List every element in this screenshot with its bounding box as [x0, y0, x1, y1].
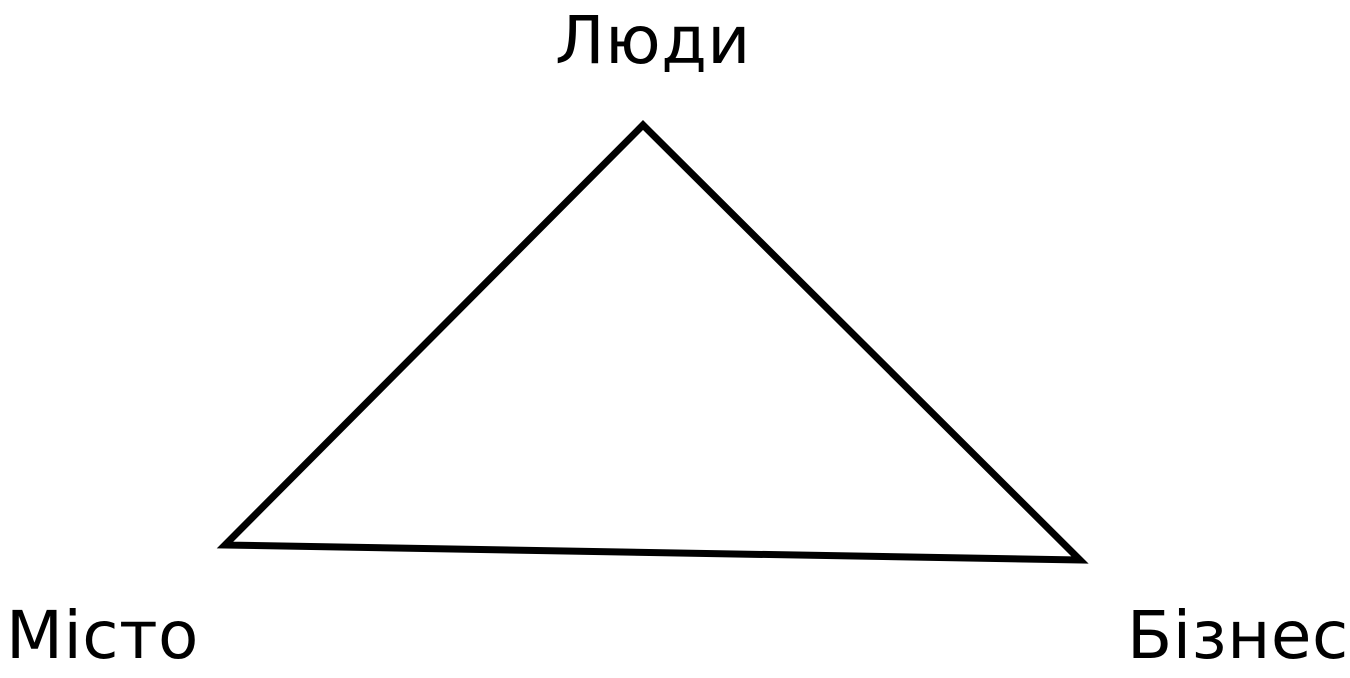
- node-label-city: Місто: [6, 597, 199, 674]
- node-label-people: Люди: [555, 2, 751, 79]
- node-label-business: Бізнес: [1127, 597, 1349, 674]
- triangle-shape: [216, 120, 1089, 564]
